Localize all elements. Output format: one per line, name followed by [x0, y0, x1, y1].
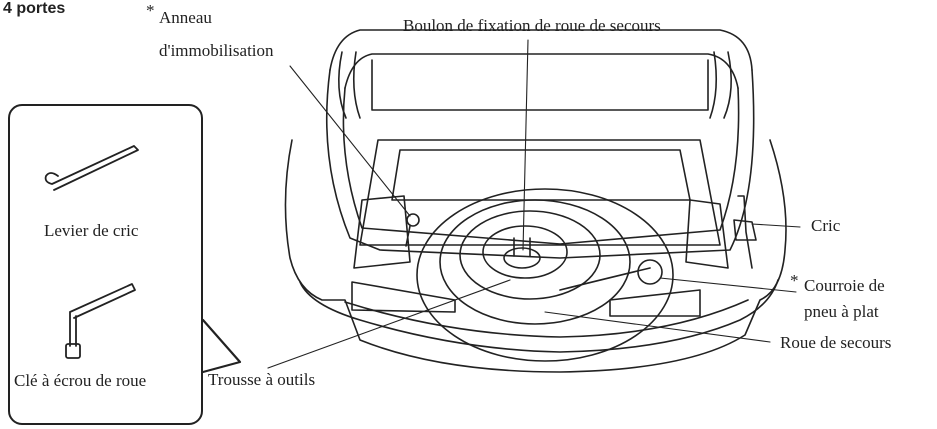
- heading: 4 portes: [3, 0, 66, 17]
- trunk-lid-inner: [344, 53, 739, 89]
- left-hinge: [338, 51, 361, 119]
- leader-ring: [289, 65, 411, 217]
- floor-right-panel: [609, 289, 701, 317]
- rear-bumper: [299, 279, 779, 353]
- leader-toolkit: [267, 279, 511, 369]
- trunk-lid-panel: [371, 59, 709, 111]
- label-toolkit: Trousse à outils: [208, 370, 316, 389]
- right-side-box: [685, 199, 729, 269]
- asterisk-strap: *: [790, 271, 799, 290]
- spare-tire-inner: [482, 225, 568, 279]
- leader-strap: [659, 277, 797, 293]
- label-spare-wheel: Roue de secours: [780, 333, 892, 352]
- label-strap-line2: pneu à plat: [804, 302, 879, 321]
- jack-shape: [733, 195, 757, 269]
- trunk-floor: [359, 139, 721, 246]
- spare-bolt: [513, 237, 531, 257]
- lug-wrench-socket: [65, 343, 81, 359]
- jack-lever-tool: [44, 145, 139, 191]
- label-ring-line2: d'immobilisation: [159, 41, 274, 60]
- spare-strap: [559, 267, 651, 291]
- label-strap-line1: Courroie de: [804, 276, 885, 295]
- tool-callout-box: [8, 104, 203, 425]
- floor-left-panel: [351, 281, 456, 313]
- leader-bolt: [522, 39, 529, 251]
- lug-wrench-tool: [69, 283, 136, 347]
- spare-tire-mid: [459, 210, 601, 300]
- trunk-lid: [329, 29, 753, 71]
- label-bolt: Boulon de fixation de roue de secours: [403, 16, 661, 35]
- leader-jack: [751, 223, 801, 228]
- tie-down-ring: [406, 213, 420, 227]
- wheel-well: [416, 188, 674, 362]
- callout-pointer: [201, 318, 242, 374]
- left-side-box: [353, 195, 411, 269]
- tie-down-stem: [405, 225, 411, 247]
- asterisk-ring: *: [146, 1, 155, 20]
- label-ring-line1: Anneau: [159, 8, 212, 27]
- label-jack-lever: Levier de cric: [44, 221, 139, 240]
- spare-hub: [503, 247, 541, 269]
- bumper-lower-line: [344, 299, 749, 338]
- car-body-outline: [284, 139, 787, 373]
- trunk-rim: [325, 69, 755, 259]
- trunk-floor-back: [391, 149, 691, 201]
- label-jack: Cric: [811, 216, 841, 235]
- leader-spare-wheel: [544, 311, 771, 343]
- trunk-rim-inner: [342, 87, 740, 245]
- strap-buckle: [637, 259, 663, 285]
- label-lug-wrench: Clé à écrou de roue: [14, 371, 147, 390]
- right-hinge: [709, 51, 732, 119]
- spare-tire-outer: [439, 199, 631, 325]
